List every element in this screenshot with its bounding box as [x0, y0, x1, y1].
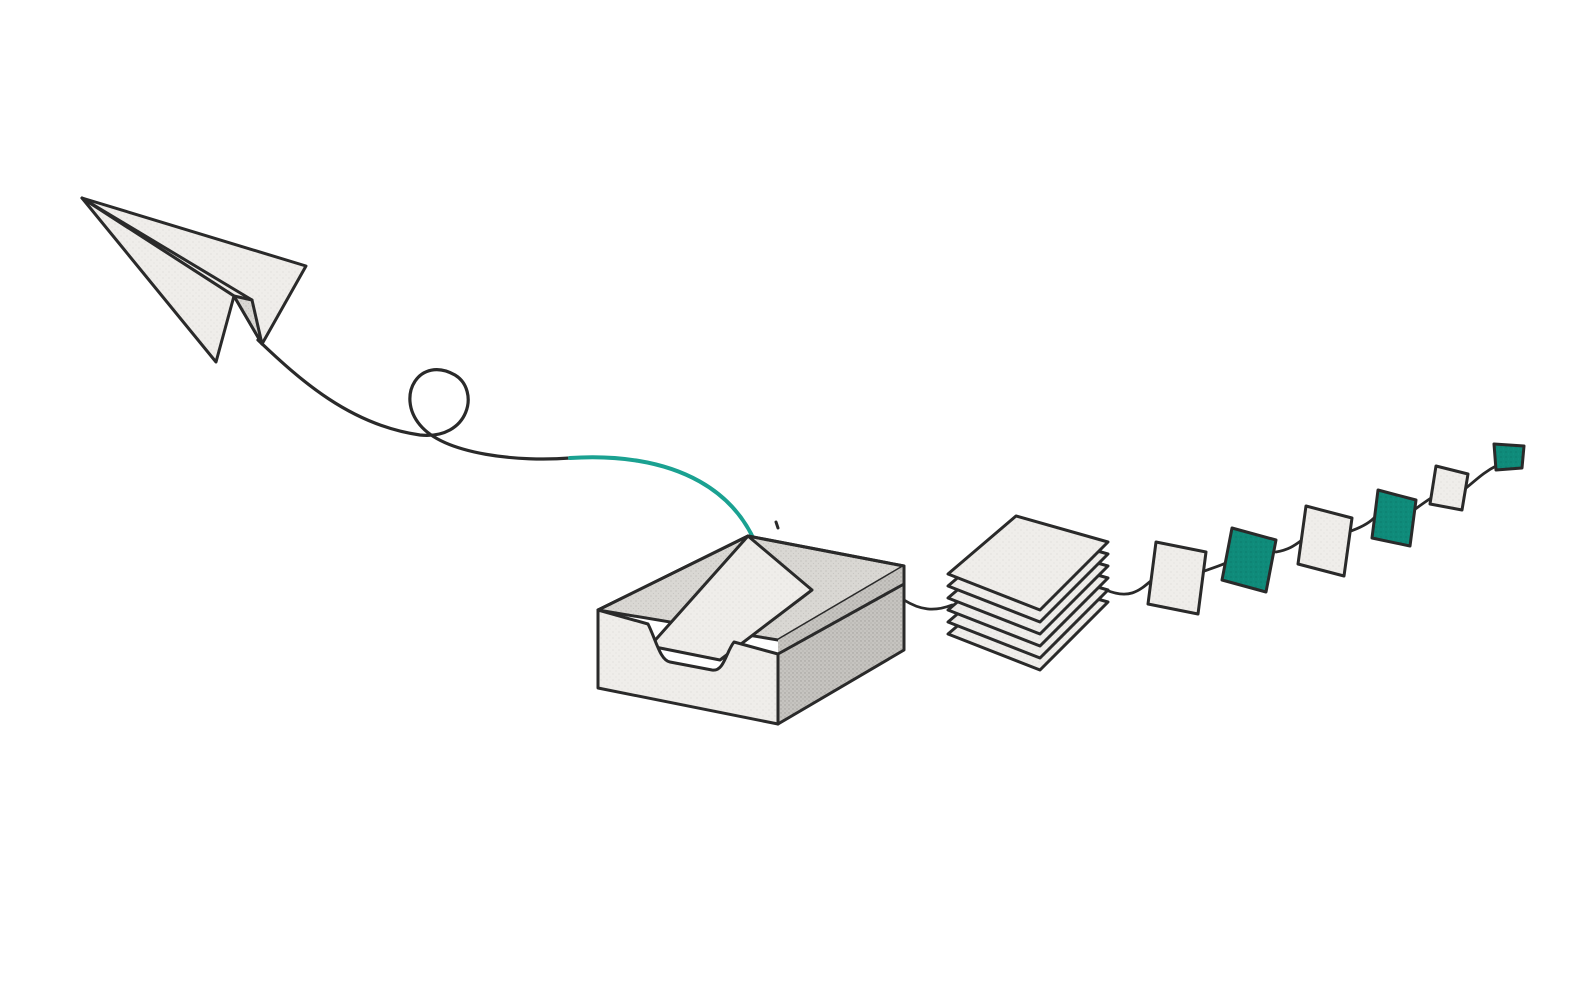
inbox-tray-icon	[596, 534, 906, 726]
message-card-icon	[1492, 442, 1526, 472]
message-queue	[1146, 442, 1526, 616]
queue-wire-1	[902, 598, 954, 611]
paper-stack-icon	[946, 514, 1110, 672]
paper-plane-icon	[80, 196, 308, 364]
message-card-icon	[1220, 526, 1278, 594]
message-card-icon	[1428, 464, 1470, 512]
queue-wire-2	[1104, 464, 1498, 596]
message-card-icon	[1370, 488, 1418, 548]
message-card-icon	[1146, 540, 1208, 616]
flight-trail	[256, 338, 572, 461]
message-card-icon	[1296, 504, 1354, 578]
